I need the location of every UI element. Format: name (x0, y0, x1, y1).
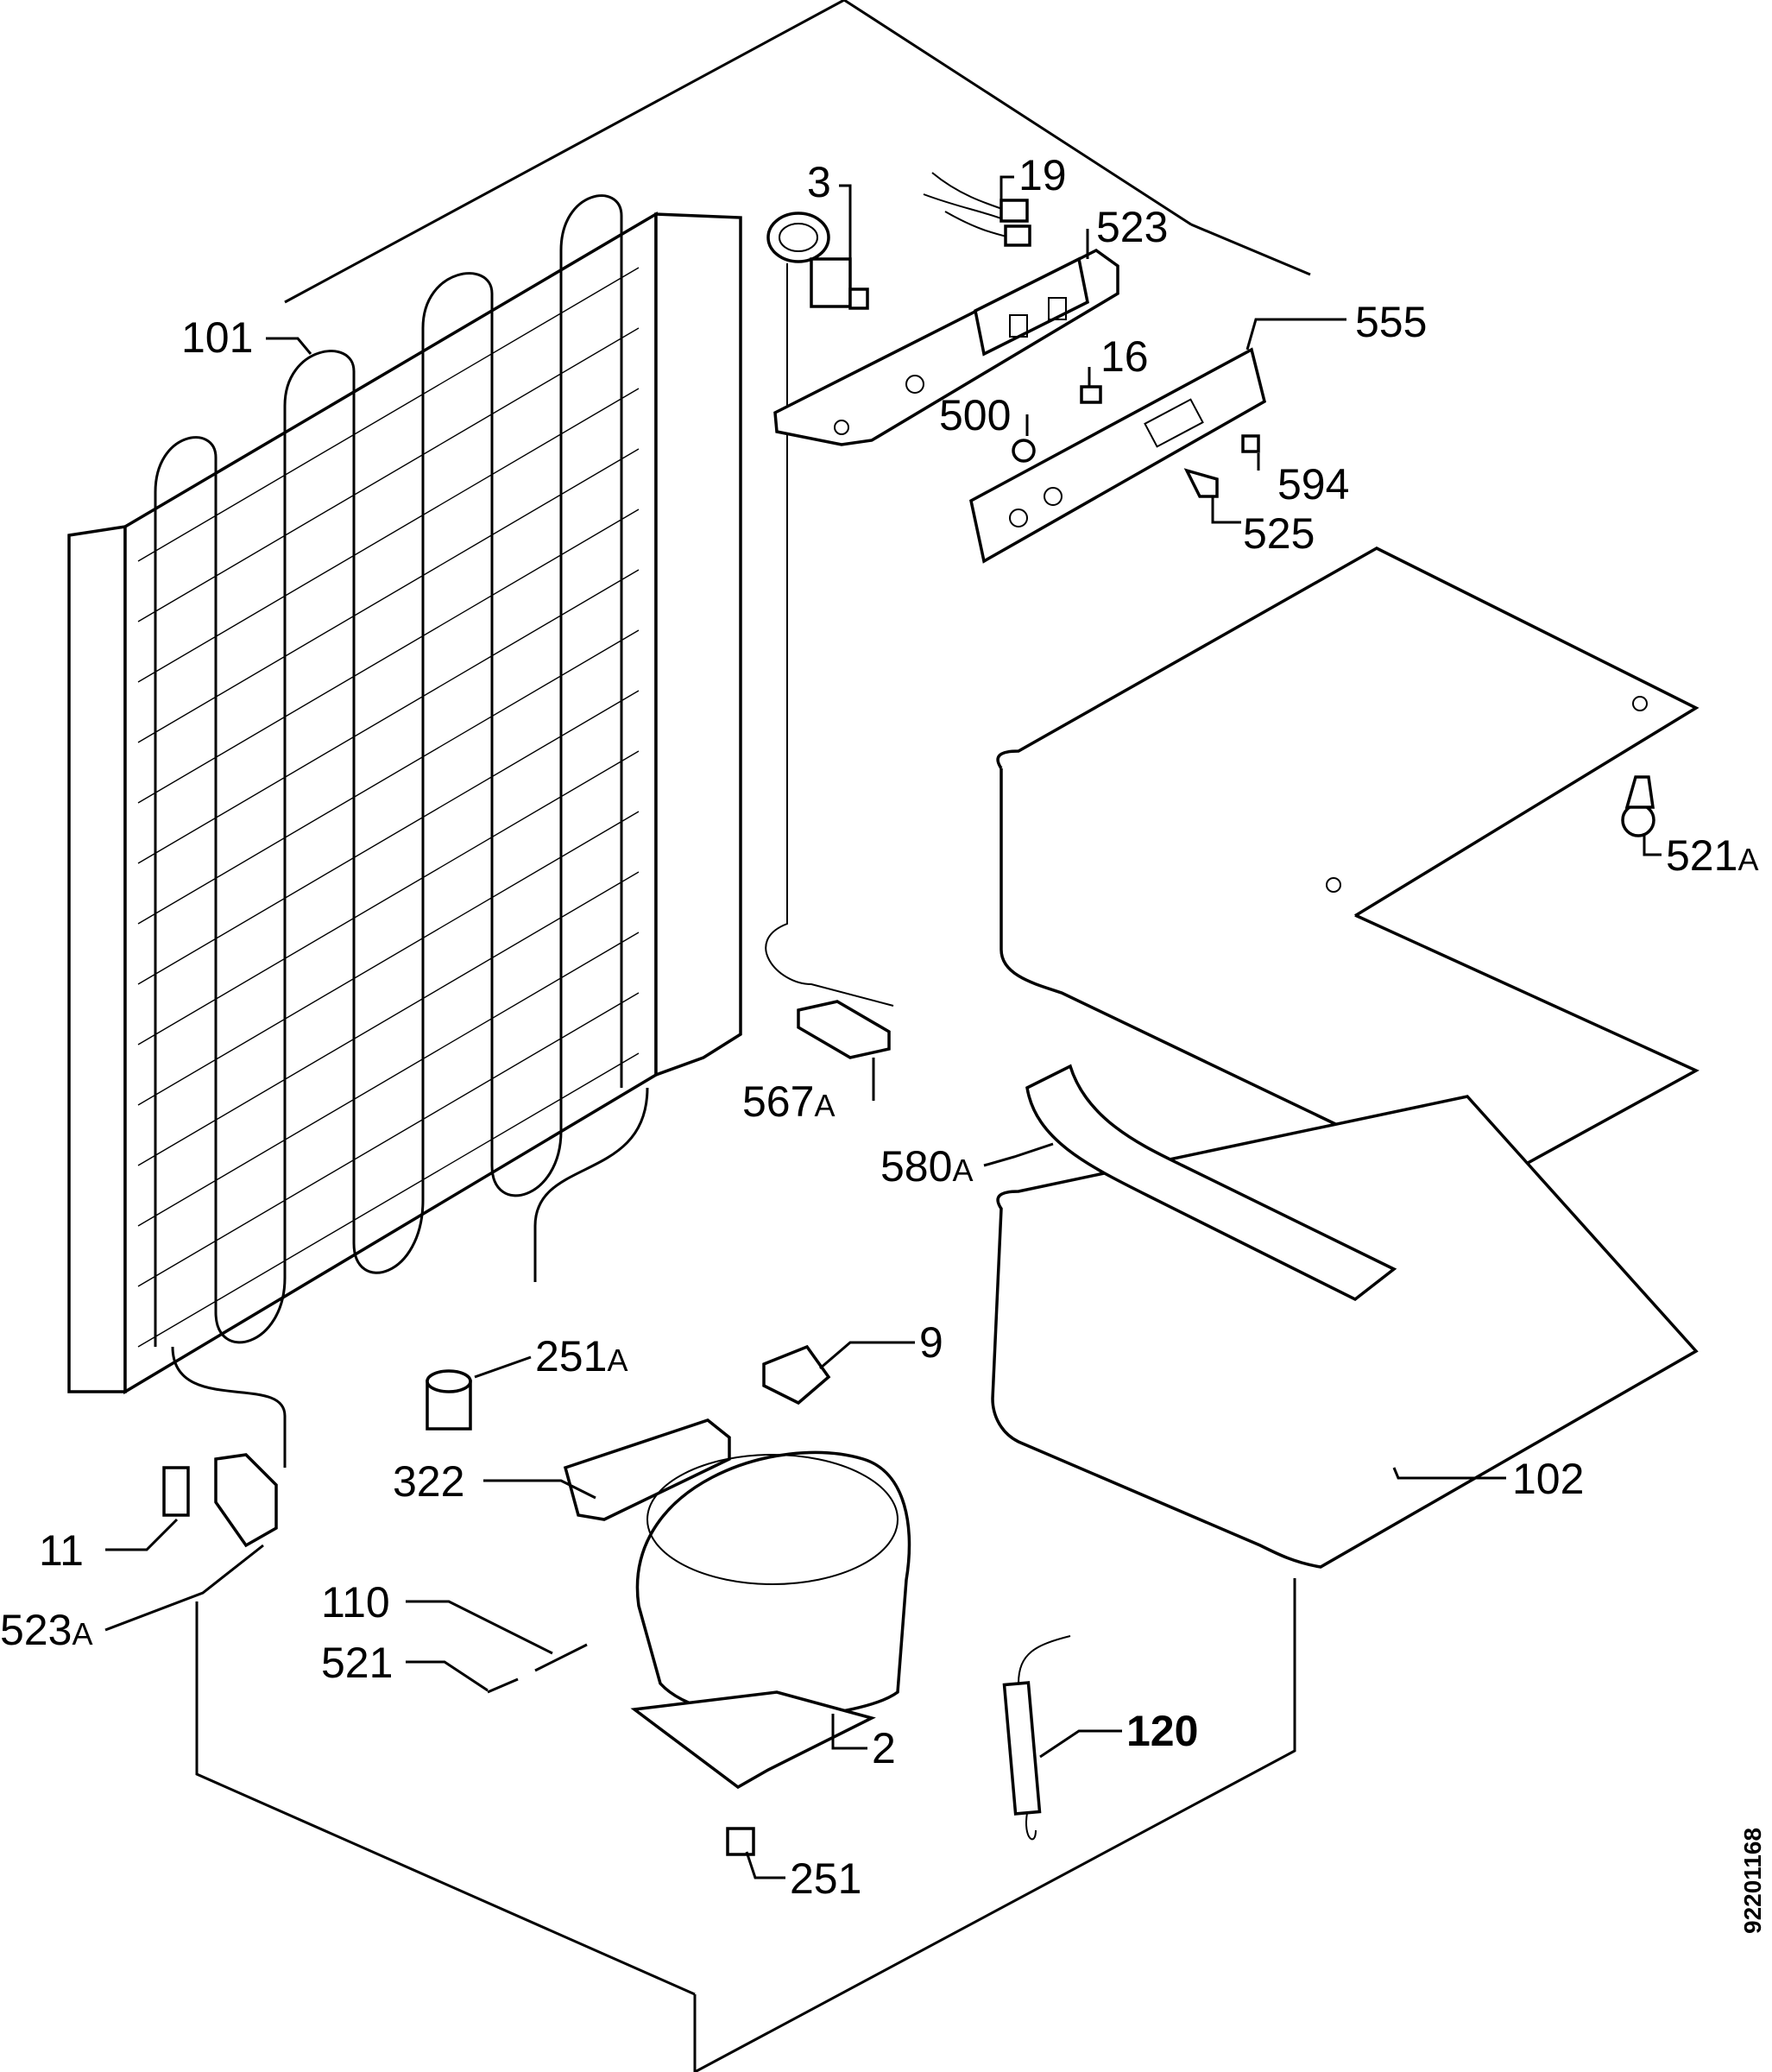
label-251a: 251A (535, 1332, 627, 1380)
label-523a-suffix: A (72, 1616, 92, 1652)
label-567a: 567A (742, 1077, 835, 1126)
condenser-tubes (154, 194, 623, 1347)
condenser-fins (137, 267, 640, 1348)
small-parts (1012, 385, 1260, 498)
insulation-block (991, 546, 1699, 1569)
part-525 (1183, 468, 1219, 498)
thermostat (765, 212, 894, 1007)
label-523a-number: 523 (0, 1606, 72, 1654)
label-525: 525 (1243, 509, 1315, 558)
condenser (67, 194, 742, 1468)
label-521a-number: 521 (1666, 831, 1737, 880)
start-relay (762, 1344, 831, 1406)
part-16 (1080, 385, 1102, 404)
grommet-small (726, 1827, 755, 1856)
label-580a-suffix: A (952, 1153, 973, 1188)
wire-harness (923, 172, 1031, 247)
filter-drier (1002, 1635, 1071, 1841)
control-bracket (773, 248, 1119, 446)
plug-fastener (1621, 775, 1655, 837)
label-567a-number: 567 (742, 1077, 814, 1126)
label-251a-number: 251 (535, 1332, 607, 1380)
label-523a: 523A (0, 1606, 92, 1654)
label-523: 523 (1096, 203, 1168, 251)
label-580a: 580A (880, 1142, 973, 1191)
label-580a-number: 580 (880, 1142, 952, 1191)
part-500 (1012, 439, 1036, 463)
label-2: 2 (872, 1724, 896, 1772)
leader-lines (104, 175, 1662, 1879)
clip (797, 1000, 891, 1059)
label-521: 521 (321, 1639, 393, 1687)
label-555: 555 (1355, 298, 1427, 346)
label-120: 120 (1126, 1707, 1198, 1755)
label-322: 322 (393, 1457, 464, 1506)
label-251a-suffix: A (607, 1342, 627, 1378)
label-11: 11 (39, 1526, 84, 1575)
pin-and-screw (487, 1643, 588, 1694)
label-9: 9 (919, 1318, 943, 1367)
label-3: 3 (807, 158, 831, 206)
label-19: 19 (1018, 151, 1067, 199)
compressor (630, 1450, 911, 1790)
label-500: 500 (939, 391, 1011, 439)
label-102: 102 (1512, 1455, 1584, 1503)
label-251: 251 (790, 1854, 861, 1903)
part-594 (1241, 434, 1260, 453)
grommet-large (426, 1369, 472, 1431)
label-521a: 521A (1666, 831, 1758, 880)
document-number: 92201168 (1739, 1828, 1766, 1934)
label-567a-suffix: A (814, 1088, 835, 1123)
part-labels: 3 19 523 555 101 16 500 594 525 521A 567… (0, 151, 1758, 1903)
label-521a-suffix: A (1737, 842, 1758, 877)
control-panel (969, 347, 1267, 564)
support-rail (1025, 1064, 1397, 1302)
overload-protector (162, 1453, 278, 1548)
label-594: 594 (1277, 460, 1349, 509)
cabinet-outline (195, 0, 1311, 2072)
label-110: 110 (321, 1578, 390, 1627)
label-101: 101 (181, 313, 253, 362)
label-16: 16 (1100, 332, 1149, 381)
